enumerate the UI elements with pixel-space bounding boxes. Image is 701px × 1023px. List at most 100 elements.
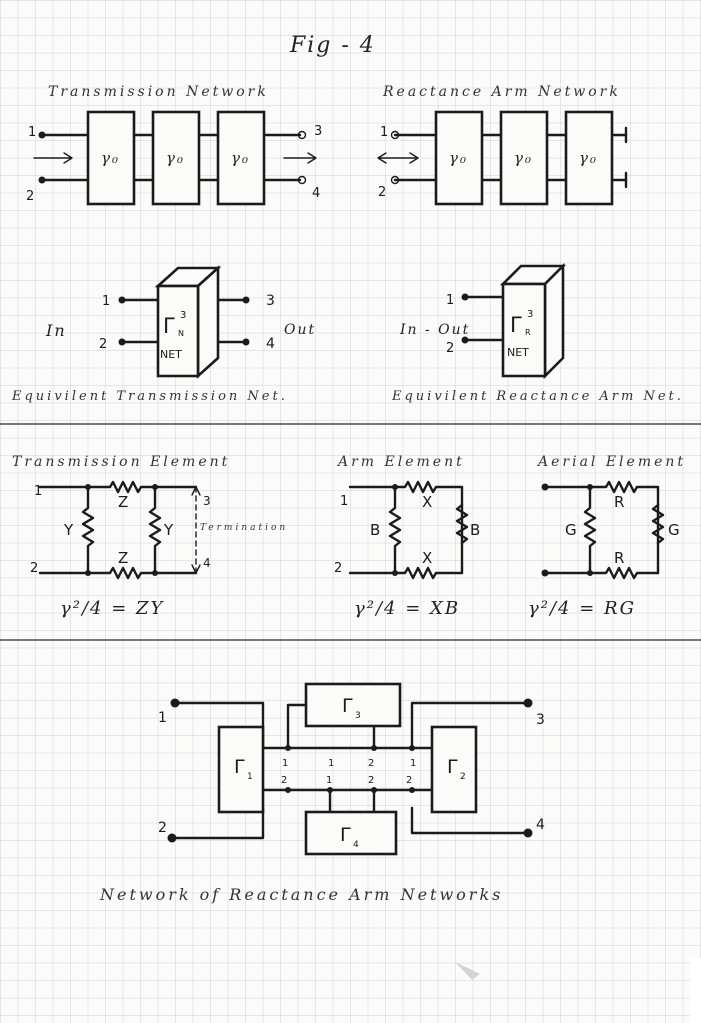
- etn-terminal-3: [242, 296, 250, 304]
- ra-bidirectional-arrow: [377, 152, 419, 164]
- nn-block-gamma-1: [217, 725, 265, 814]
- tn-port-2: 2: [26, 189, 34, 204]
- era-terminal-2: [461, 336, 469, 344]
- nn-port-3: 3: [536, 712, 545, 728]
- nn-tag-top-4: 1: [410, 758, 416, 769]
- transmission-network: Transmission Network γ₀ γ₀ γ₀ 1 2 3 4: [26, 84, 322, 206]
- ae-shunt-label-right: B: [470, 521, 480, 539]
- ae-series-label-bottom: X: [422, 549, 432, 567]
- ra-port-2: 2: [378, 185, 386, 200]
- nn-port-1: 1: [158, 710, 167, 726]
- nn-node-top-3: [409, 745, 415, 751]
- etn-port-2: 2: [99, 337, 107, 352]
- nn-lead-2: [170, 806, 265, 840]
- era-gamma: Γ: [510, 313, 522, 337]
- etn-net-label: NET: [160, 348, 182, 361]
- etn-in-label: In: [45, 321, 67, 340]
- ael-node-1: [587, 484, 593, 490]
- te-shunt-label-left: Y: [63, 521, 74, 539]
- nn-gamma-3: Γ: [342, 695, 353, 717]
- tn-cell-1: [86, 110, 136, 206]
- te-shunt-label-right: Y: [163, 521, 174, 539]
- ael-shunt-2: [651, 503, 665, 545]
- nn-gamma-4: Γ: [340, 824, 351, 846]
- ael-series-label-top: R: [614, 493, 624, 511]
- ael-shunt-label-left: G: [565, 521, 577, 539]
- tn-cell-2-label: γ₀: [166, 149, 185, 167]
- ae-shunt-2: [455, 503, 469, 545]
- nn-gamma-1-sub: 1: [247, 772, 253, 782]
- te-title: Transmission Element: [12, 454, 230, 470]
- tn-cell-2: [151, 110, 201, 206]
- era-port-2: 2: [446, 341, 454, 356]
- tn-cell-1-label: γ₀: [101, 149, 120, 167]
- nn-tag-bottom-3: 2: [368, 775, 374, 786]
- te-termination-label: Termination: [200, 523, 288, 533]
- nn-gamma-4-sub: 4: [353, 840, 359, 850]
- ae-formula: γ²/4 = XB: [354, 598, 460, 619]
- tn-terminal-1: [38, 131, 46, 139]
- network-of-networks: Γ 1 Γ 2 Γ 3 Γ 4 1 2 3 4 1 1 2 1 2 1 2 2 …: [99, 682, 545, 904]
- ra-cell-1: [434, 110, 484, 206]
- ae-series-label-top: X: [422, 493, 432, 511]
- arm-element: Arm Element X X B B 1 2 γ²/4 = XB: [334, 454, 480, 619]
- te-port-2: 2: [30, 561, 38, 576]
- te-formula: γ²/4 = ZY: [60, 598, 165, 619]
- nn-tag-top-1: 1: [282, 758, 288, 769]
- etn-terminal-1: [118, 296, 126, 304]
- ael-shunt-1: [583, 485, 597, 575]
- te-termination-arrow-top: [191, 486, 201, 496]
- tn-port-1: 1: [28, 125, 36, 140]
- tn-output-arrow: [283, 152, 317, 164]
- etn-out-label: Out: [284, 322, 316, 338]
- ae-title: Arm Element: [336, 454, 465, 470]
- nn-caption: Network of Reactance Arm Networks: [99, 885, 503, 904]
- era-gamma-sub: R: [525, 328, 531, 337]
- tn-terminal-2: [38, 176, 46, 184]
- tn-port-3: 3: [314, 124, 322, 139]
- te-port-1: 1: [34, 484, 42, 499]
- equivalent-transmission-net: 1 2 3 4 Γ 3 N NET In Out Equivilent Tran…: [11, 265, 316, 404]
- tn-terminal-4: [297, 175, 307, 185]
- ael-formula: γ²/4 = RG: [528, 598, 636, 619]
- ra-terminal-1: [390, 130, 400, 140]
- ael-terminal-2: [541, 569, 549, 577]
- nn-node-bottom-1: [285, 787, 291, 793]
- tn-input-arrow: [33, 152, 73, 164]
- etn-caption: Equivilent Transmission Net.: [11, 389, 288, 404]
- nn-terminal-1: [170, 698, 180, 708]
- ra-cell-1-label: γ₀: [449, 149, 468, 167]
- te-shunt-2: [148, 485, 162, 575]
- ae-node-2: [392, 570, 398, 576]
- etn-box-front: [156, 284, 200, 378]
- nn-port-2: 2: [158, 820, 167, 836]
- nn-tag-bottom-1: 2: [281, 775, 287, 786]
- ael-bottom-rail: [543, 566, 660, 580]
- ae-shunt-label-left: B: [370, 521, 380, 539]
- te-bottom-rail: [38, 566, 198, 580]
- ae-node-1: [392, 484, 398, 490]
- nn-tag-bottom-2: 1: [326, 775, 332, 786]
- era-port-1: 1: [446, 293, 454, 308]
- scan-edge: [690, 958, 701, 1023]
- era-net-label: NET: [507, 346, 529, 359]
- te-node-1: [85, 484, 91, 490]
- transmission-network-title: Transmission Network: [48, 84, 269, 100]
- te-node-3: [85, 570, 91, 576]
- aerial-element: Aerial Element R R G G γ²/4 = RG: [528, 454, 683, 619]
- etn-port-4: 4: [266, 336, 275, 352]
- nn-tag-top-3: 2: [368, 758, 374, 769]
- era-gamma-sup: 3: [527, 309, 533, 320]
- etn-port-1: 1: [102, 294, 110, 309]
- etn-gamma-sub: N: [178, 329, 184, 338]
- ae-bottom-rail: [348, 566, 464, 580]
- ae-shunt-1: [388, 485, 402, 575]
- te-port-4: 4: [203, 556, 211, 570]
- tn-cell-3-label: γ₀: [231, 149, 250, 167]
- tn-port-4: 4: [312, 186, 320, 201]
- te-series-label-top: Z: [118, 493, 128, 511]
- nn-g3-left-lead: [286, 703, 308, 750]
- nn-terminal-3: [523, 698, 533, 708]
- reactance-arm-network-title: Reactance Arm Network: [382, 84, 621, 100]
- te-series-label-bottom: Z: [118, 549, 128, 567]
